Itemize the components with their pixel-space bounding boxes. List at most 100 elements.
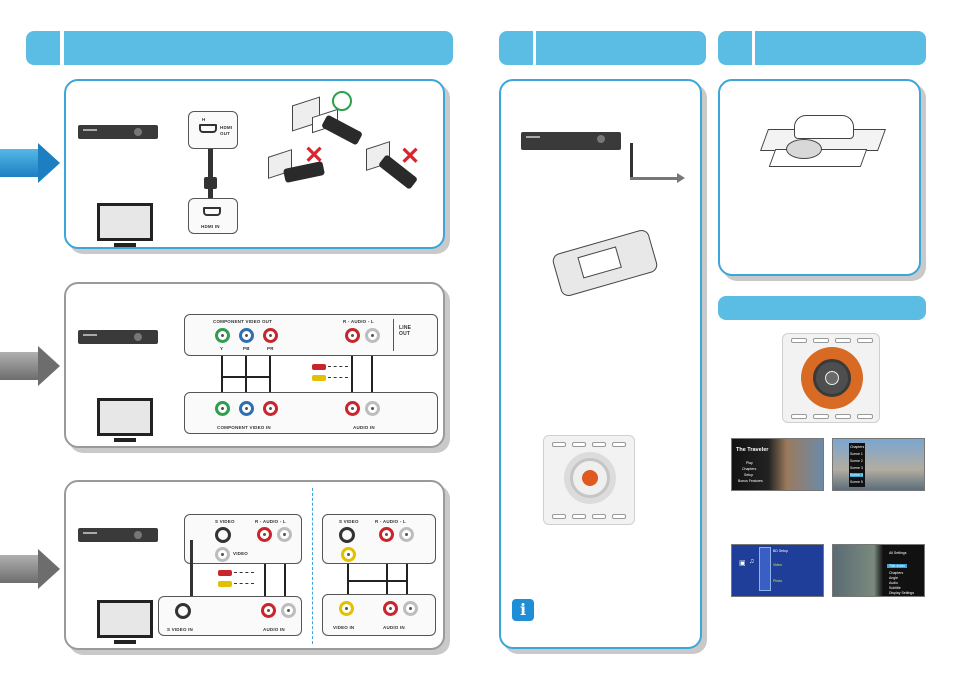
antenna-cable — [630, 143, 633, 179]
step-2-number-tab — [499, 31, 533, 65]
audio-plugs-icon — [312, 364, 348, 384]
wrong-cross-icon-1: ✕ — [304, 142, 325, 169]
jack-pr-out — [263, 328, 278, 343]
step-2-panel: i — [499, 79, 702, 649]
step-1-title-bar — [64, 31, 453, 65]
options-item-3: Angle — [889, 576, 898, 580]
audio-out-label: R - AUDIO - L — [343, 319, 374, 324]
color-button-yellow — [612, 442, 626, 447]
large-advance-button — [835, 414, 851, 419]
home-menu-highlight — [759, 547, 771, 591]
svideo-in-jack-icon — [175, 603, 191, 619]
tv-device-3 — [97, 600, 153, 644]
antenna-cable-run — [630, 177, 678, 180]
hdmi-plug-icon — [204, 177, 217, 189]
alt-jack-audio-l-out — [399, 527, 414, 542]
player-device-2 — [78, 330, 158, 344]
line-out-divider — [393, 319, 394, 351]
alt-video-in-label: VIDEO IN — [333, 625, 355, 630]
alt-player-callout: S VIDEO R - AUDIO - L — [322, 514, 436, 564]
jack-audio-r-in-3 — [261, 603, 276, 618]
home-menu-photo-icon: ▣ — [739, 560, 746, 567]
svideo-connection-panel: S VIDEO R - AUDIO - L VIDEO S VIDEO IN A… — [64, 480, 445, 650]
jack-pr-label: PR — [267, 346, 274, 351]
tv-svideo-callout: S VIDEO IN AUDIO IN — [158, 596, 302, 636]
large-color-button-yellow — [857, 338, 873, 343]
disc-icon — [786, 139, 822, 159]
player-device-3 — [78, 528, 158, 542]
tv-device — [97, 203, 153, 247]
title-menu-item-3: Setup — [744, 473, 754, 477]
large-prev-button — [791, 414, 807, 419]
svideo-jack-icon — [215, 527, 231, 543]
recommended-arrow-icon — [0, 143, 62, 183]
alt-jack-audio-r-out — [379, 527, 394, 542]
alt-audio-in-label: AUDIO IN — [383, 625, 405, 630]
popup-item-1: Chapters — [850, 445, 865, 449]
home-menu-screen: ▣ ♫ BD Setup Video Photo — [731, 544, 824, 597]
info-icon: i — [512, 599, 534, 621]
title-menu-heading: The Traveler — [736, 447, 769, 453]
wrong-cross-icon-2: ✕ — [400, 143, 421, 170]
player-device — [78, 125, 158, 139]
jack-video-out-3 — [215, 547, 230, 562]
wrong-insertion-illustration-2 — [364, 141, 434, 197]
remote-control-diagram — [543, 435, 635, 525]
step-3-title-bar — [755, 31, 926, 65]
options-item-1: Title Index — [887, 564, 908, 568]
player-rear-device — [521, 132, 621, 150]
alternative-arrow-icon — [0, 346, 62, 386]
home-menu-item-2: Video — [773, 563, 782, 567]
prev-button — [552, 514, 566, 519]
tv-input-callout: COMPONENT VIDEO IN AUDIO IN — [184, 392, 438, 434]
large-next-button — [857, 414, 873, 419]
hand-icon — [794, 115, 854, 139]
hdmi-port-letter: H — [202, 117, 206, 122]
component-video-in-label: COMPONENT VIDEO IN — [217, 425, 271, 430]
popup-item-4: Scene 3 — [850, 466, 863, 470]
audio-in-label: AUDIO IN — [353, 425, 375, 430]
hdmi-port-icon — [199, 124, 217, 133]
wrong-insertion-illustration-1 — [266, 145, 336, 193]
options-item-6: Display Settings — [889, 591, 915, 595]
audio-cable-l — [371, 356, 373, 398]
alt-cable-joint — [347, 580, 408, 582]
title-menu-item-1: Play — [746, 461, 753, 465]
title-menu-item-4: Bonus Features — [738, 479, 763, 483]
jack-audio-l-in-3 — [281, 603, 296, 618]
jack-y-in — [215, 401, 230, 416]
player-output-callout: COMPONENT VIDEO OUT Y PB PR R - AUDIO - … — [184, 314, 438, 356]
jack-pb-label: PB — [243, 346, 250, 351]
hdmi-out-label: HDMI OUT — [220, 125, 233, 136]
large-color-button-blue — [835, 338, 851, 343]
correct-check-icon — [332, 91, 352, 111]
remote-control-large — [782, 333, 880, 423]
alt-jack-video-out — [341, 547, 356, 562]
popup-menu-list: Chapters Scene 1 Scene 2 Scene 3 Scene 4… — [849, 443, 865, 487]
color-button-blue — [592, 442, 606, 447]
alt-svideo-jack-icon — [339, 527, 355, 543]
component-cable-joint — [221, 376, 271, 378]
large-replay-button — [813, 414, 829, 419]
alternative-arrow-icon-2 — [0, 549, 62, 589]
cable-direction-arrow-icon — [677, 173, 685, 183]
alt-tv-callout: VIDEO IN AUDIO IN — [322, 594, 436, 636]
disc-tray-illustration — [759, 115, 887, 181]
step-1-number-tab — [26, 31, 60, 65]
tv-hdmi-port-callout: HDMI IN — [188, 198, 238, 234]
popup-item-5: Scene 4 — [850, 473, 863, 477]
svideo-in-label: S VIDEO IN — [167, 627, 194, 632]
audio-cable-r-3 — [264, 564, 266, 600]
panel-divider — [312, 488, 313, 644]
large-color-button-red — [791, 338, 807, 343]
jack-pr-in — [263, 401, 278, 416]
line-out-label: LINE OUT — [399, 325, 412, 337]
remote-battery-illustration — [550, 228, 660, 298]
video-out-label: VIDEO — [233, 551, 249, 556]
audio-plugs-icon-3 — [218, 570, 254, 590]
player-hdmi-port-callout: H HDMI OUT — [188, 111, 238, 149]
popup-item-6: Scene 5 — [850, 480, 863, 484]
jack-y-label: Y — [220, 346, 224, 351]
large-color-button-green — [813, 338, 829, 343]
alt-jack-audio-l-in — [403, 601, 418, 616]
